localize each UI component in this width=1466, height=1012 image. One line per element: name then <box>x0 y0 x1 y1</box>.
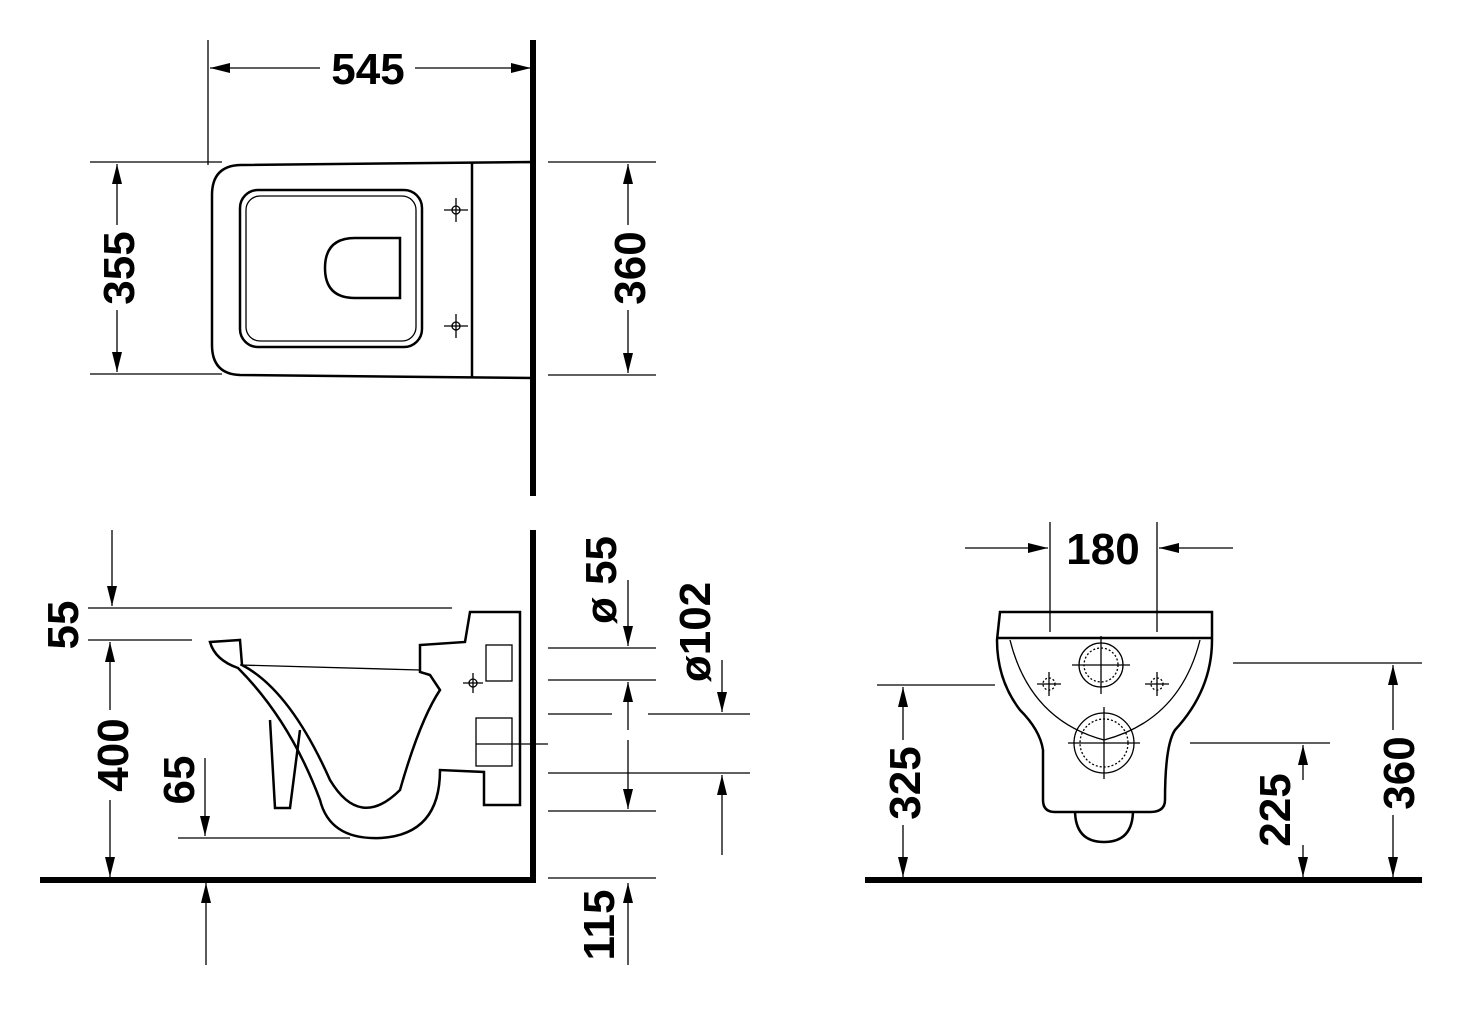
top-view: 545 355 360 <box>90 40 656 496</box>
front-view: 180 325 225 360 <box>865 522 1424 883</box>
fixing-crosshair-icon <box>463 673 483 693</box>
outlet-connector <box>475 717 513 767</box>
outlet-circle-icon <box>1068 707 1140 779</box>
outlet-bottom <box>1073 808 1135 844</box>
side-view: 55 400 65 115 ø 55 ø102 <box>39 530 750 965</box>
dim-width-545: 545 <box>331 45 404 94</box>
seat-outline <box>238 188 424 349</box>
toilet-side-outline <box>208 610 522 840</box>
toilet-outline-top <box>210 160 535 380</box>
fixing-crosshair-icon <box>444 314 468 338</box>
dim-height-360: 360 <box>1375 736 1424 809</box>
bowl-foot <box>268 719 302 810</box>
fixing-crosshair-icon <box>1145 672 1169 696</box>
inlet-circle-icon <box>1072 636 1130 694</box>
dim-height-400: 400 <box>89 718 138 791</box>
dim-spacing-180: 180 <box>1066 525 1139 574</box>
dim-rim-55: 55 <box>39 601 88 650</box>
dim-dia-102: ø102 <box>671 582 720 682</box>
fixing-crosshair-icon <box>1037 672 1061 696</box>
dim-offset-115: 115 <box>575 890 624 961</box>
dim-height-325: 325 <box>881 746 930 819</box>
fixing-crosshair-icon <box>444 198 468 222</box>
inlet-connector <box>485 644 513 682</box>
dim-dia-55: ø 55 <box>577 536 626 624</box>
dim-depth-360: 360 <box>606 231 655 304</box>
dim-height-225: 225 <box>1251 773 1300 846</box>
dim-depth-355: 355 <box>95 231 144 304</box>
seat-inner <box>245 195 417 342</box>
dim-trap-65: 65 <box>155 756 204 805</box>
bowl-opening <box>323 236 402 300</box>
